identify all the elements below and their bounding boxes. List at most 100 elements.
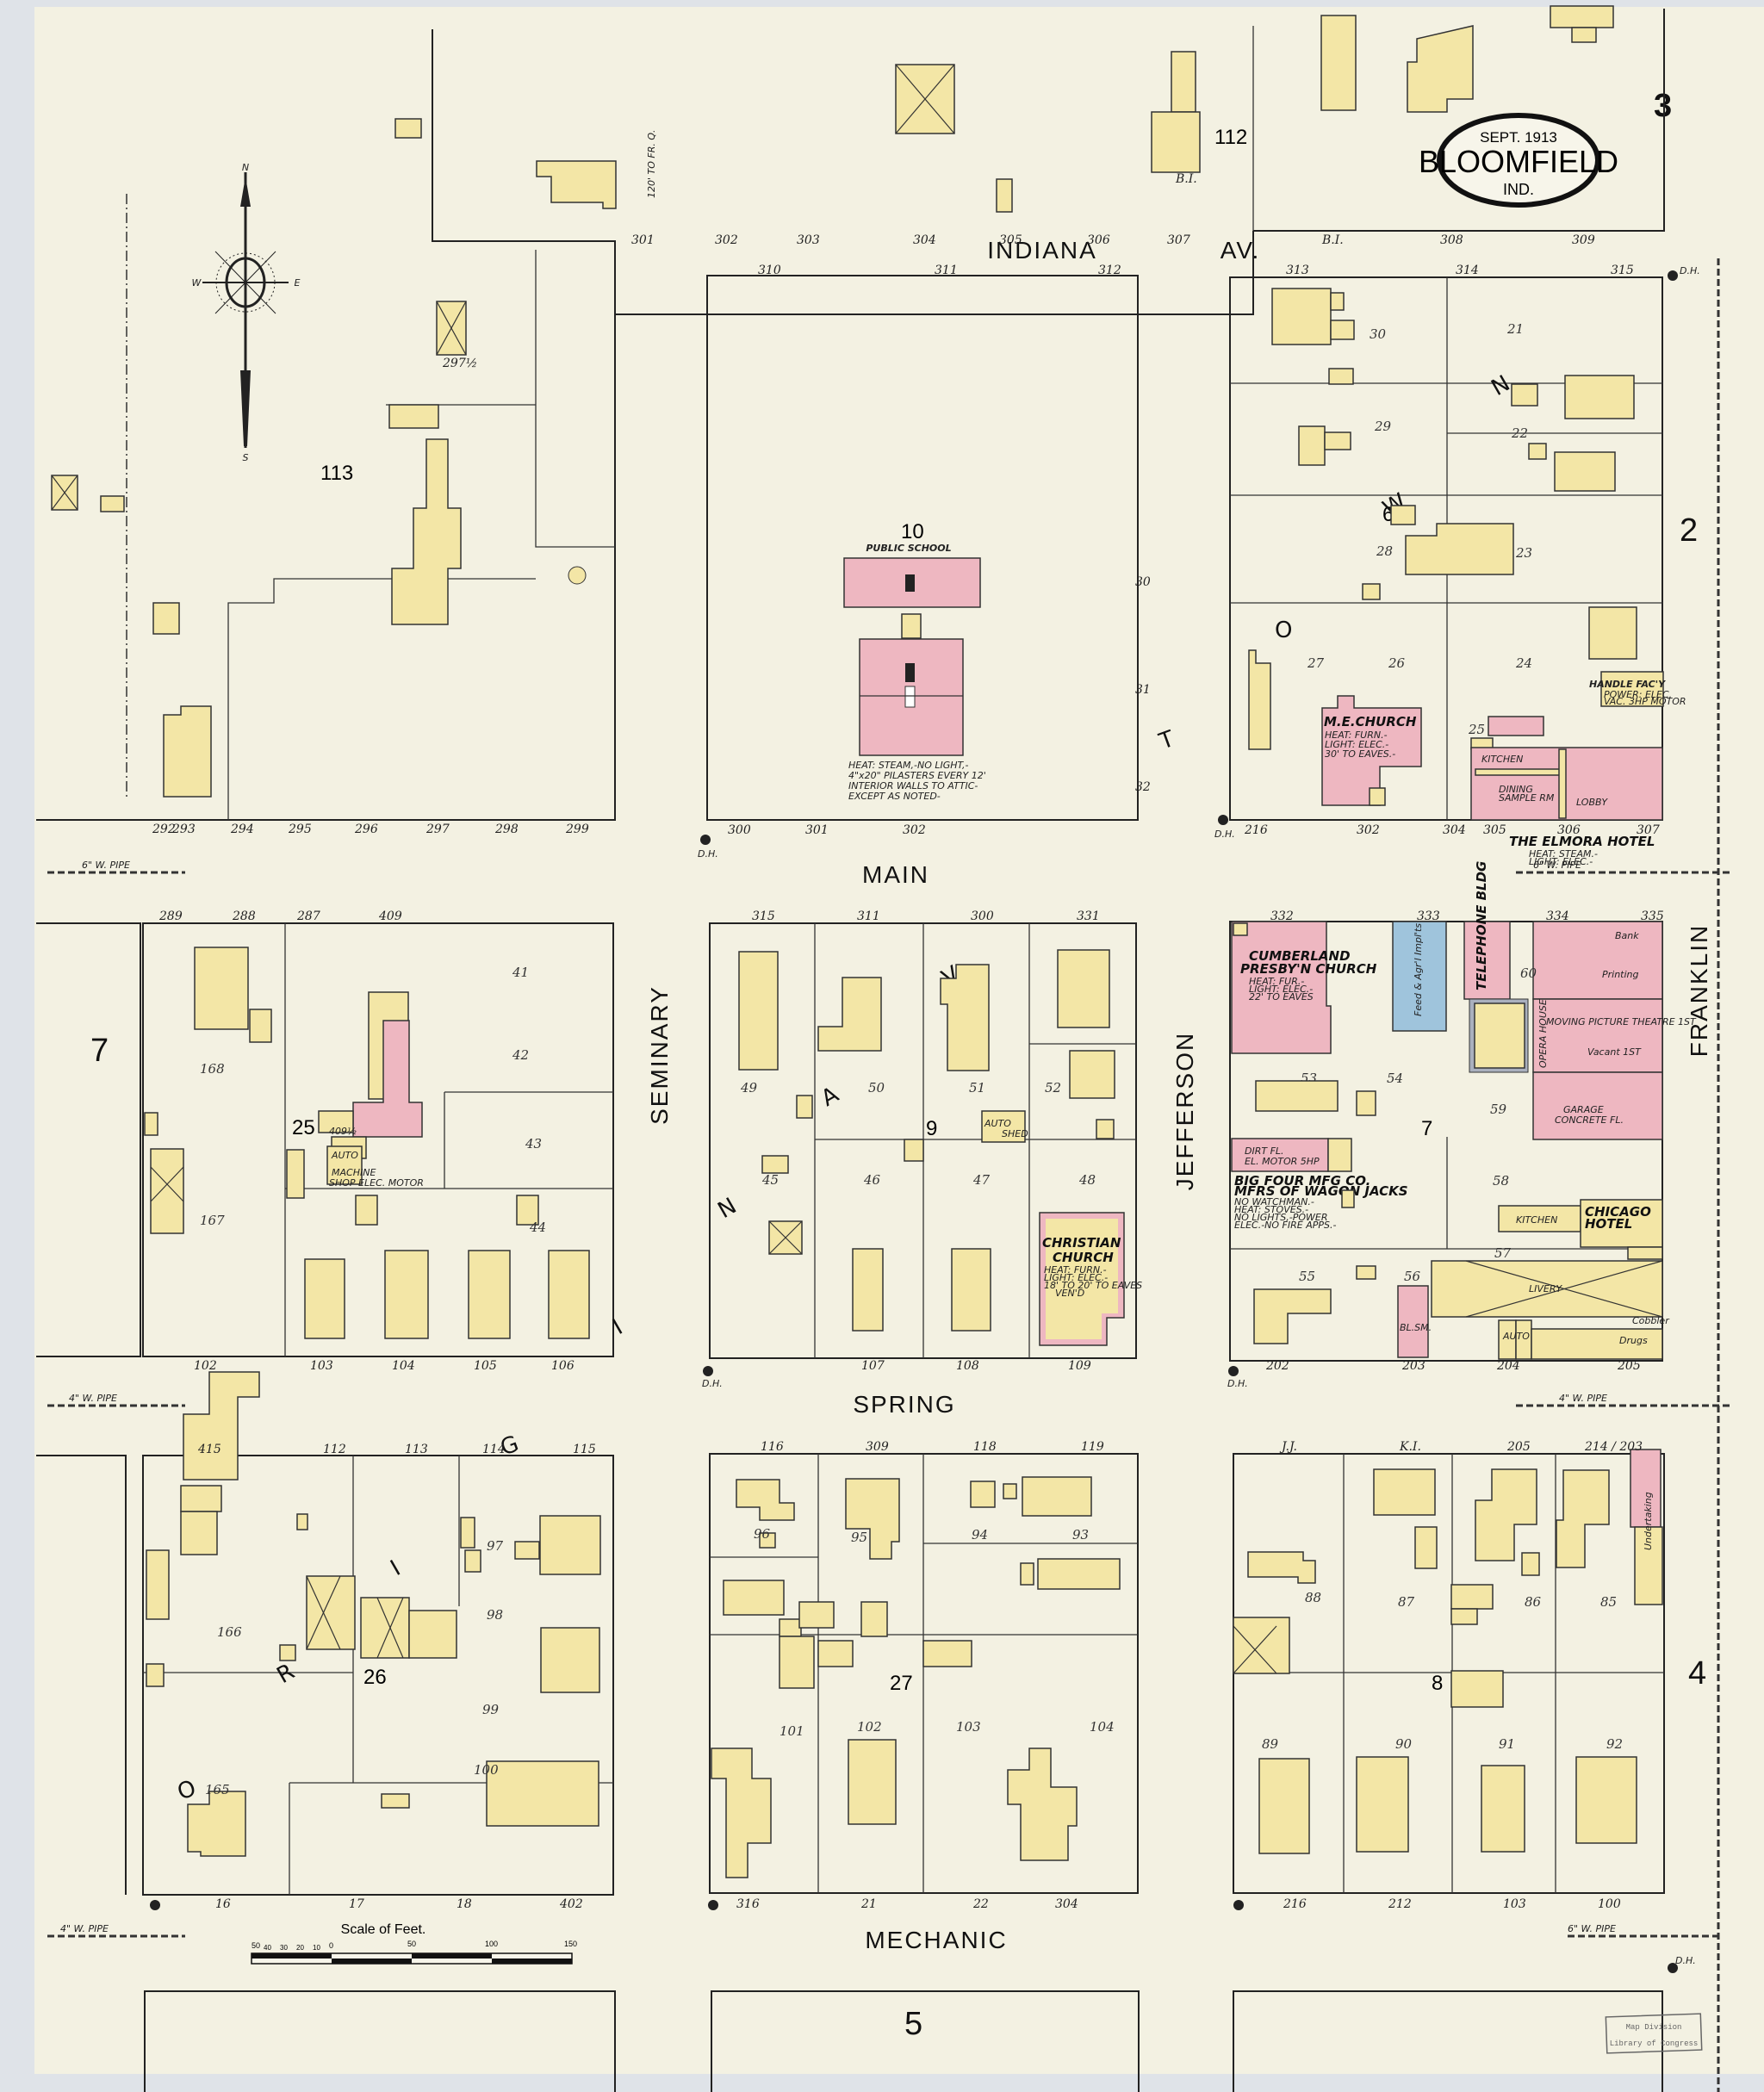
svg-text:POWER: ELEC.: POWER: ELEC. <box>1604 689 1672 700</box>
svg-text:50: 50 <box>252 1941 260 1950</box>
svg-text:105: 105 <box>474 1359 497 1373</box>
svg-text:300: 300 <box>728 823 751 837</box>
svg-text:CONCRETE FL.: CONCRETE FL. <box>1555 1114 1624 1126</box>
svg-text:103: 103 <box>310 1359 333 1373</box>
title-city: BLOOMFIELD <box>1419 144 1618 179</box>
svg-text:316: 316 <box>736 1897 760 1911</box>
svg-text:216: 216 <box>1283 1897 1307 1911</box>
svg-text:92: 92 <box>1606 1736 1623 1752</box>
svg-text:58: 58 <box>1493 1173 1509 1189</box>
svg-text:EXCEPT AS NOTED-: EXCEPT AS NOTED- <box>848 791 941 802</box>
svg-text:335: 335 <box>1641 909 1664 923</box>
svg-text:32: 32 <box>1135 780 1151 794</box>
svg-text:ELEC.-NO FIRE APPS.-: ELEC.-NO FIRE APPS.- <box>1234 1220 1336 1231</box>
title-state: IND. <box>1503 181 1534 198</box>
street-mechanic: MECHANIC <box>865 1927 1007 1953</box>
block-27: 27 <box>890 1672 913 1695</box>
svg-text:104: 104 <box>392 1359 415 1373</box>
svg-text:409½: 409½ <box>329 1126 357 1137</box>
title-cartouche: SEPT. 1913 BLOOMFIELD IND. <box>1419 113 1618 208</box>
svg-text:331: 331 <box>1077 909 1100 923</box>
svg-text:103: 103 <box>1503 1897 1526 1911</box>
svg-text:95: 95 <box>851 1530 867 1545</box>
svg-text:LIGHT: ELEC.-: LIGHT: ELEC.- <box>1529 856 1593 867</box>
svg-text:333: 333 <box>1417 909 1440 923</box>
svg-text:HEAT: STEAM.-: HEAT: STEAM.- <box>1529 848 1598 860</box>
block-113: 113 <box>320 462 353 485</box>
svg-text:VEN'D: VEN'D <box>1055 1288 1084 1299</box>
svg-text:Map Division: Map Division <box>1626 2023 1682 2032</box>
svg-text:89: 89 <box>1262 1736 1279 1752</box>
svg-text:51: 51 <box>969 1080 985 1096</box>
svg-text:D.H.: D.H. <box>698 848 718 860</box>
svg-text:Bank: Bank <box>1615 930 1639 941</box>
svg-text:Library of Congress: Library of Congress <box>1610 2039 1699 2048</box>
svg-text:21: 21 <box>860 1897 877 1911</box>
svg-text:VAC. 3HP MOTOR: VAC. 3HP MOTOR <box>1604 696 1686 707</box>
compass-north: N <box>242 162 249 173</box>
svg-text:304: 304 <box>1055 1897 1078 1911</box>
svg-text:314: 314 <box>1456 264 1479 277</box>
svg-text:OPERA HOUSE: OPERA HOUSE <box>1537 999 1549 1068</box>
svg-text:88: 88 <box>1305 1590 1321 1605</box>
block-113-buildings: 292 293 294 295 296 297 298 299 <box>51 301 589 836</box>
svg-text:27: 27 <box>1307 655 1325 671</box>
svg-text:Feed & Agr'l Impl'ts: Feed & Agr'l Impl'ts <box>1413 923 1424 1016</box>
svg-text:103: 103 <box>956 1719 981 1735</box>
svg-text:112: 112 <box>323 1443 346 1456</box>
svg-text:287: 287 <box>296 909 320 923</box>
svg-text:104: 104 <box>1090 1719 1115 1735</box>
svg-text:O: O <box>1275 618 1292 643</box>
svg-text:D.H.: D.H. <box>1214 829 1235 840</box>
adjacent-sheet-right-top: 2 <box>1680 512 1698 549</box>
svg-text:I: I <box>609 1314 628 1340</box>
svg-text:297½: 297½ <box>442 357 477 370</box>
hydrant-icon <box>150 1900 160 1910</box>
scale-of-feet: Scale of Feet. 50 40 30 20 10 0 50 100 1… <box>251 1922 577 1965</box>
svg-text:30' TO EAVES.-: 30' TO EAVES.- <box>1325 748 1395 760</box>
block-26: 26 <box>363 1666 387 1689</box>
svg-text:46: 46 <box>863 1172 881 1188</box>
svg-text:303: 303 <box>797 233 820 247</box>
svg-text:INTERIOR WALLS TO ATTIC-: INTERIOR WALLS TO ATTIC- <box>848 780 978 791</box>
svg-text:O: O <box>174 1775 199 1805</box>
svg-text:166: 166 <box>217 1624 242 1640</box>
svg-text:301: 301 <box>805 823 829 837</box>
svg-text:57: 57 <box>1494 1245 1512 1261</box>
block-26-buildings: 166 165 97 98 99 100 415 112 113 114 115… <box>146 1443 601 1911</box>
pipe-label-main-west: 6" W. PIPE <box>82 860 130 871</box>
svg-text:10: 10 <box>313 1944 320 1952</box>
me-church-label: M.E.CHURCH <box>1324 714 1417 729</box>
svg-text:214 / 203: 214 / 203 <box>1584 1440 1643 1454</box>
block-8: 8 <box>1432 1672 1443 1695</box>
adjacent-sheet-bottom: 5 <box>904 2006 922 2042</box>
svg-text:Drugs: Drugs <box>1619 1335 1648 1346</box>
svg-text:302: 302 <box>1357 823 1380 837</box>
svg-text:D.H.: D.H. <box>1227 1378 1248 1389</box>
svg-text:102: 102 <box>857 1719 882 1735</box>
compass-west: W <box>192 277 202 289</box>
street-jefferson: JEFFERSON <box>1171 1032 1198 1190</box>
svg-text:40: 40 <box>264 1944 271 1952</box>
block-9-buildings: AUTO SHED CHRISTIAN CHURCH HEAT: FURN.- … <box>738 909 1142 1373</box>
svg-text:31: 31 <box>1135 683 1151 697</box>
svg-text:25: 25 <box>1468 722 1485 737</box>
svg-text:205: 205 <box>1506 1440 1531 1454</box>
svg-text:18' TO 20' TO EAVES: 18' TO 20' TO EAVES <box>1044 1280 1142 1291</box>
svg-text:87: 87 <box>1398 1594 1415 1610</box>
svg-text:297: 297 <box>425 823 450 836</box>
svg-text:B.I.: B.I. <box>1175 172 1197 186</box>
svg-text:306: 306 <box>1087 233 1110 247</box>
svg-text:55: 55 <box>1299 1269 1315 1284</box>
svg-text:LOBBY: LOBBY <box>1576 797 1608 808</box>
svg-text:22: 22 <box>1511 425 1528 441</box>
svg-text:311: 311 <box>935 264 958 277</box>
svg-text:R: R <box>273 1659 300 1689</box>
svg-text:202: 202 <box>1265 1359 1289 1373</box>
svg-text:AUTO: AUTO <box>1502 1331 1530 1342</box>
block-25-buildings: 409½ AUTO MACHINE SHOP ELEC. MOTOR 168 1… <box>144 909 590 1481</box>
hydrant-icon <box>1668 1963 1678 1973</box>
svg-text:B.I.: B.I. <box>1321 233 1344 247</box>
svg-text:306: 306 <box>1557 823 1581 837</box>
